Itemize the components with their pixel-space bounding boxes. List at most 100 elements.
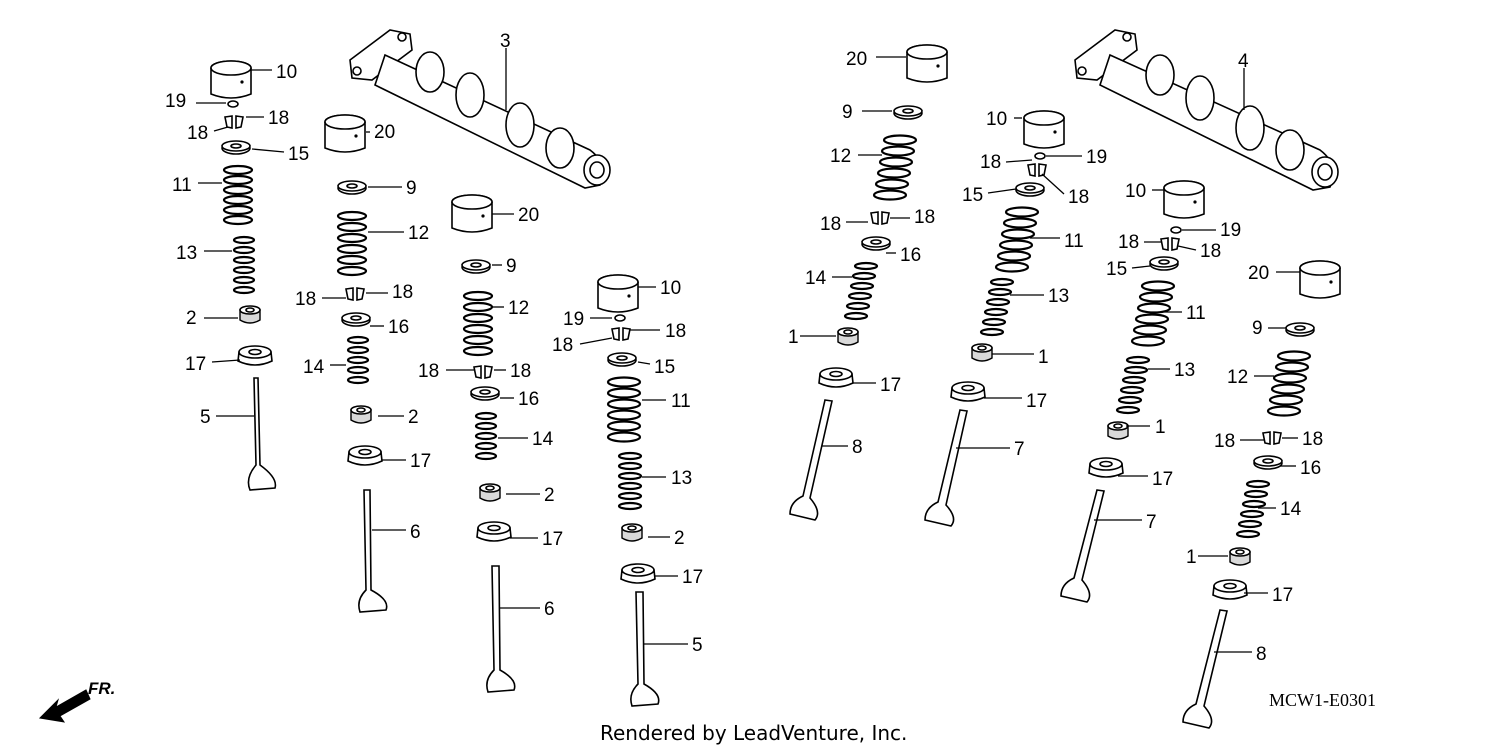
part-callout-18: 18 bbox=[1302, 429, 1323, 450]
part-callout-19: 19 bbox=[165, 91, 186, 112]
valve-stack-a bbox=[210, 60, 277, 491]
part-callout-11: 11 bbox=[1186, 303, 1206, 324]
part-callout-18: 18 bbox=[187, 123, 208, 144]
part-callout-18: 18 bbox=[665, 321, 686, 342]
part-callout-17: 17 bbox=[880, 375, 901, 396]
part-callout-10: 10 bbox=[276, 62, 297, 83]
valve-stack-b bbox=[324, 114, 388, 613]
part-callout-18: 18 bbox=[510, 361, 531, 382]
part-callout-3: 3 bbox=[500, 31, 511, 52]
part-callout-17: 17 bbox=[542, 529, 563, 550]
part-callout-13: 13 bbox=[1048, 286, 1069, 307]
camshaft-4 bbox=[1074, 29, 1339, 191]
part-callout-16: 16 bbox=[388, 317, 409, 338]
part-callout-12: 12 bbox=[830, 146, 851, 167]
part-callout-1: 1 bbox=[788, 327, 799, 348]
part-callout-1: 1 bbox=[1155, 417, 1166, 438]
part-callout-16: 16 bbox=[1300, 458, 1321, 479]
part-callout-17: 17 bbox=[185, 354, 206, 375]
part-callout-12: 12 bbox=[1227, 367, 1248, 388]
part-callout-9: 9 bbox=[506, 256, 517, 277]
part-callout-17: 17 bbox=[410, 451, 431, 472]
camshaft-3 bbox=[349, 29, 611, 189]
part-callout-20: 20 bbox=[1248, 263, 1269, 284]
part-callout-17: 17 bbox=[1272, 585, 1293, 606]
leader-lines bbox=[196, 48, 1300, 653]
part-callout-2: 2 bbox=[544, 485, 555, 506]
part-callout-16: 16 bbox=[900, 245, 921, 266]
part-callout-14: 14 bbox=[303, 357, 325, 378]
valve-stack-f bbox=[924, 110, 1065, 527]
part-callout-18: 18 bbox=[1118, 232, 1139, 253]
part-callout-14: 14 bbox=[532, 429, 554, 450]
part-callout-11: 11 bbox=[172, 175, 192, 196]
part-callout-2: 2 bbox=[408, 407, 419, 428]
part-callout-15: 15 bbox=[1106, 259, 1127, 280]
part-callout-20: 20 bbox=[846, 49, 867, 70]
part-callout-18: 18 bbox=[1200, 241, 1221, 262]
part-callout-6: 6 bbox=[410, 522, 421, 543]
part-callout-4: 4 bbox=[1238, 51, 1249, 72]
part-callout-15: 15 bbox=[654, 357, 675, 378]
valve-stack-h bbox=[1182, 260, 1341, 729]
part-callout-19: 19 bbox=[563, 309, 584, 330]
part-callout-5: 5 bbox=[692, 635, 703, 656]
part-callout-11: 11 bbox=[671, 391, 691, 412]
part-callout-17: 17 bbox=[1026, 391, 1047, 412]
part-callout-2: 2 bbox=[674, 528, 685, 549]
part-callout-10: 10 bbox=[986, 109, 1007, 130]
part-callout-18: 18 bbox=[1068, 187, 1089, 208]
part-callout-17: 17 bbox=[1152, 469, 1173, 490]
part-callout-9: 9 bbox=[1252, 318, 1263, 339]
part-callout-18: 18 bbox=[914, 207, 935, 228]
part-callout-11: 11 bbox=[1064, 231, 1084, 252]
valve-stack-e bbox=[789, 44, 948, 521]
part-callout-2: 2 bbox=[186, 308, 197, 329]
valve-stack-g bbox=[1060, 180, 1205, 603]
part-callout-8: 8 bbox=[1256, 644, 1267, 665]
part-callout-18: 18 bbox=[418, 361, 439, 382]
part-callout-20: 20 bbox=[374, 122, 395, 143]
part-callout-18: 18 bbox=[980, 152, 1001, 173]
part-callout-14: 14 bbox=[1280, 499, 1302, 520]
front-arrow-icon bbox=[38, 689, 91, 723]
part-callout-1: 1 bbox=[1186, 547, 1197, 568]
part-callout-9: 9 bbox=[842, 102, 853, 123]
part-callout-15: 15 bbox=[962, 185, 983, 206]
part-callout-8: 8 bbox=[852, 437, 863, 458]
part-callout-7: 7 bbox=[1146, 512, 1157, 533]
part-callout-10: 10 bbox=[660, 278, 681, 299]
part-callout-19: 19 bbox=[1220, 220, 1241, 241]
part-callout-18: 18 bbox=[820, 214, 841, 235]
part-callout-12: 12 bbox=[408, 223, 429, 244]
diagram-reference-code: MCW1-E0301 bbox=[1269, 690, 1376, 710]
part-callout-18: 18 bbox=[552, 335, 573, 356]
front-marker-label: FR. bbox=[88, 679, 115, 698]
part-callout-15: 15 bbox=[288, 144, 309, 165]
part-callout-10: 10 bbox=[1125, 181, 1146, 202]
valve-stack-c bbox=[451, 194, 516, 693]
part-callout-18: 18 bbox=[295, 289, 316, 310]
part-callout-9: 9 bbox=[406, 178, 417, 199]
part-callout-13: 13 bbox=[1174, 360, 1195, 381]
part-callout-6: 6 bbox=[544, 599, 555, 620]
valve-stack-d bbox=[597, 274, 660, 707]
render-credit: Rendered by LeadVenture, Inc. bbox=[600, 721, 907, 745]
part-callout-5: 5 bbox=[200, 407, 211, 428]
part-callout-13: 13 bbox=[671, 468, 692, 489]
part-callout-16: 16 bbox=[518, 389, 539, 410]
part-callout-1: 1 bbox=[1038, 347, 1049, 368]
part-callout-18: 18 bbox=[1214, 431, 1235, 452]
part-callout-14: 14 bbox=[805, 268, 827, 289]
part-callout-12: 12 bbox=[508, 298, 529, 319]
part-callout-19: 19 bbox=[1086, 147, 1107, 168]
part-callout-20: 20 bbox=[518, 205, 539, 226]
part-callout-17: 17 bbox=[682, 567, 703, 588]
part-callout-13: 13 bbox=[176, 243, 197, 264]
part-callout-18: 18 bbox=[268, 108, 289, 129]
front-direction-marker: FR. bbox=[38, 679, 115, 723]
part-callout-18: 18 bbox=[392, 282, 413, 303]
part-callout-7: 7 bbox=[1014, 439, 1025, 460]
